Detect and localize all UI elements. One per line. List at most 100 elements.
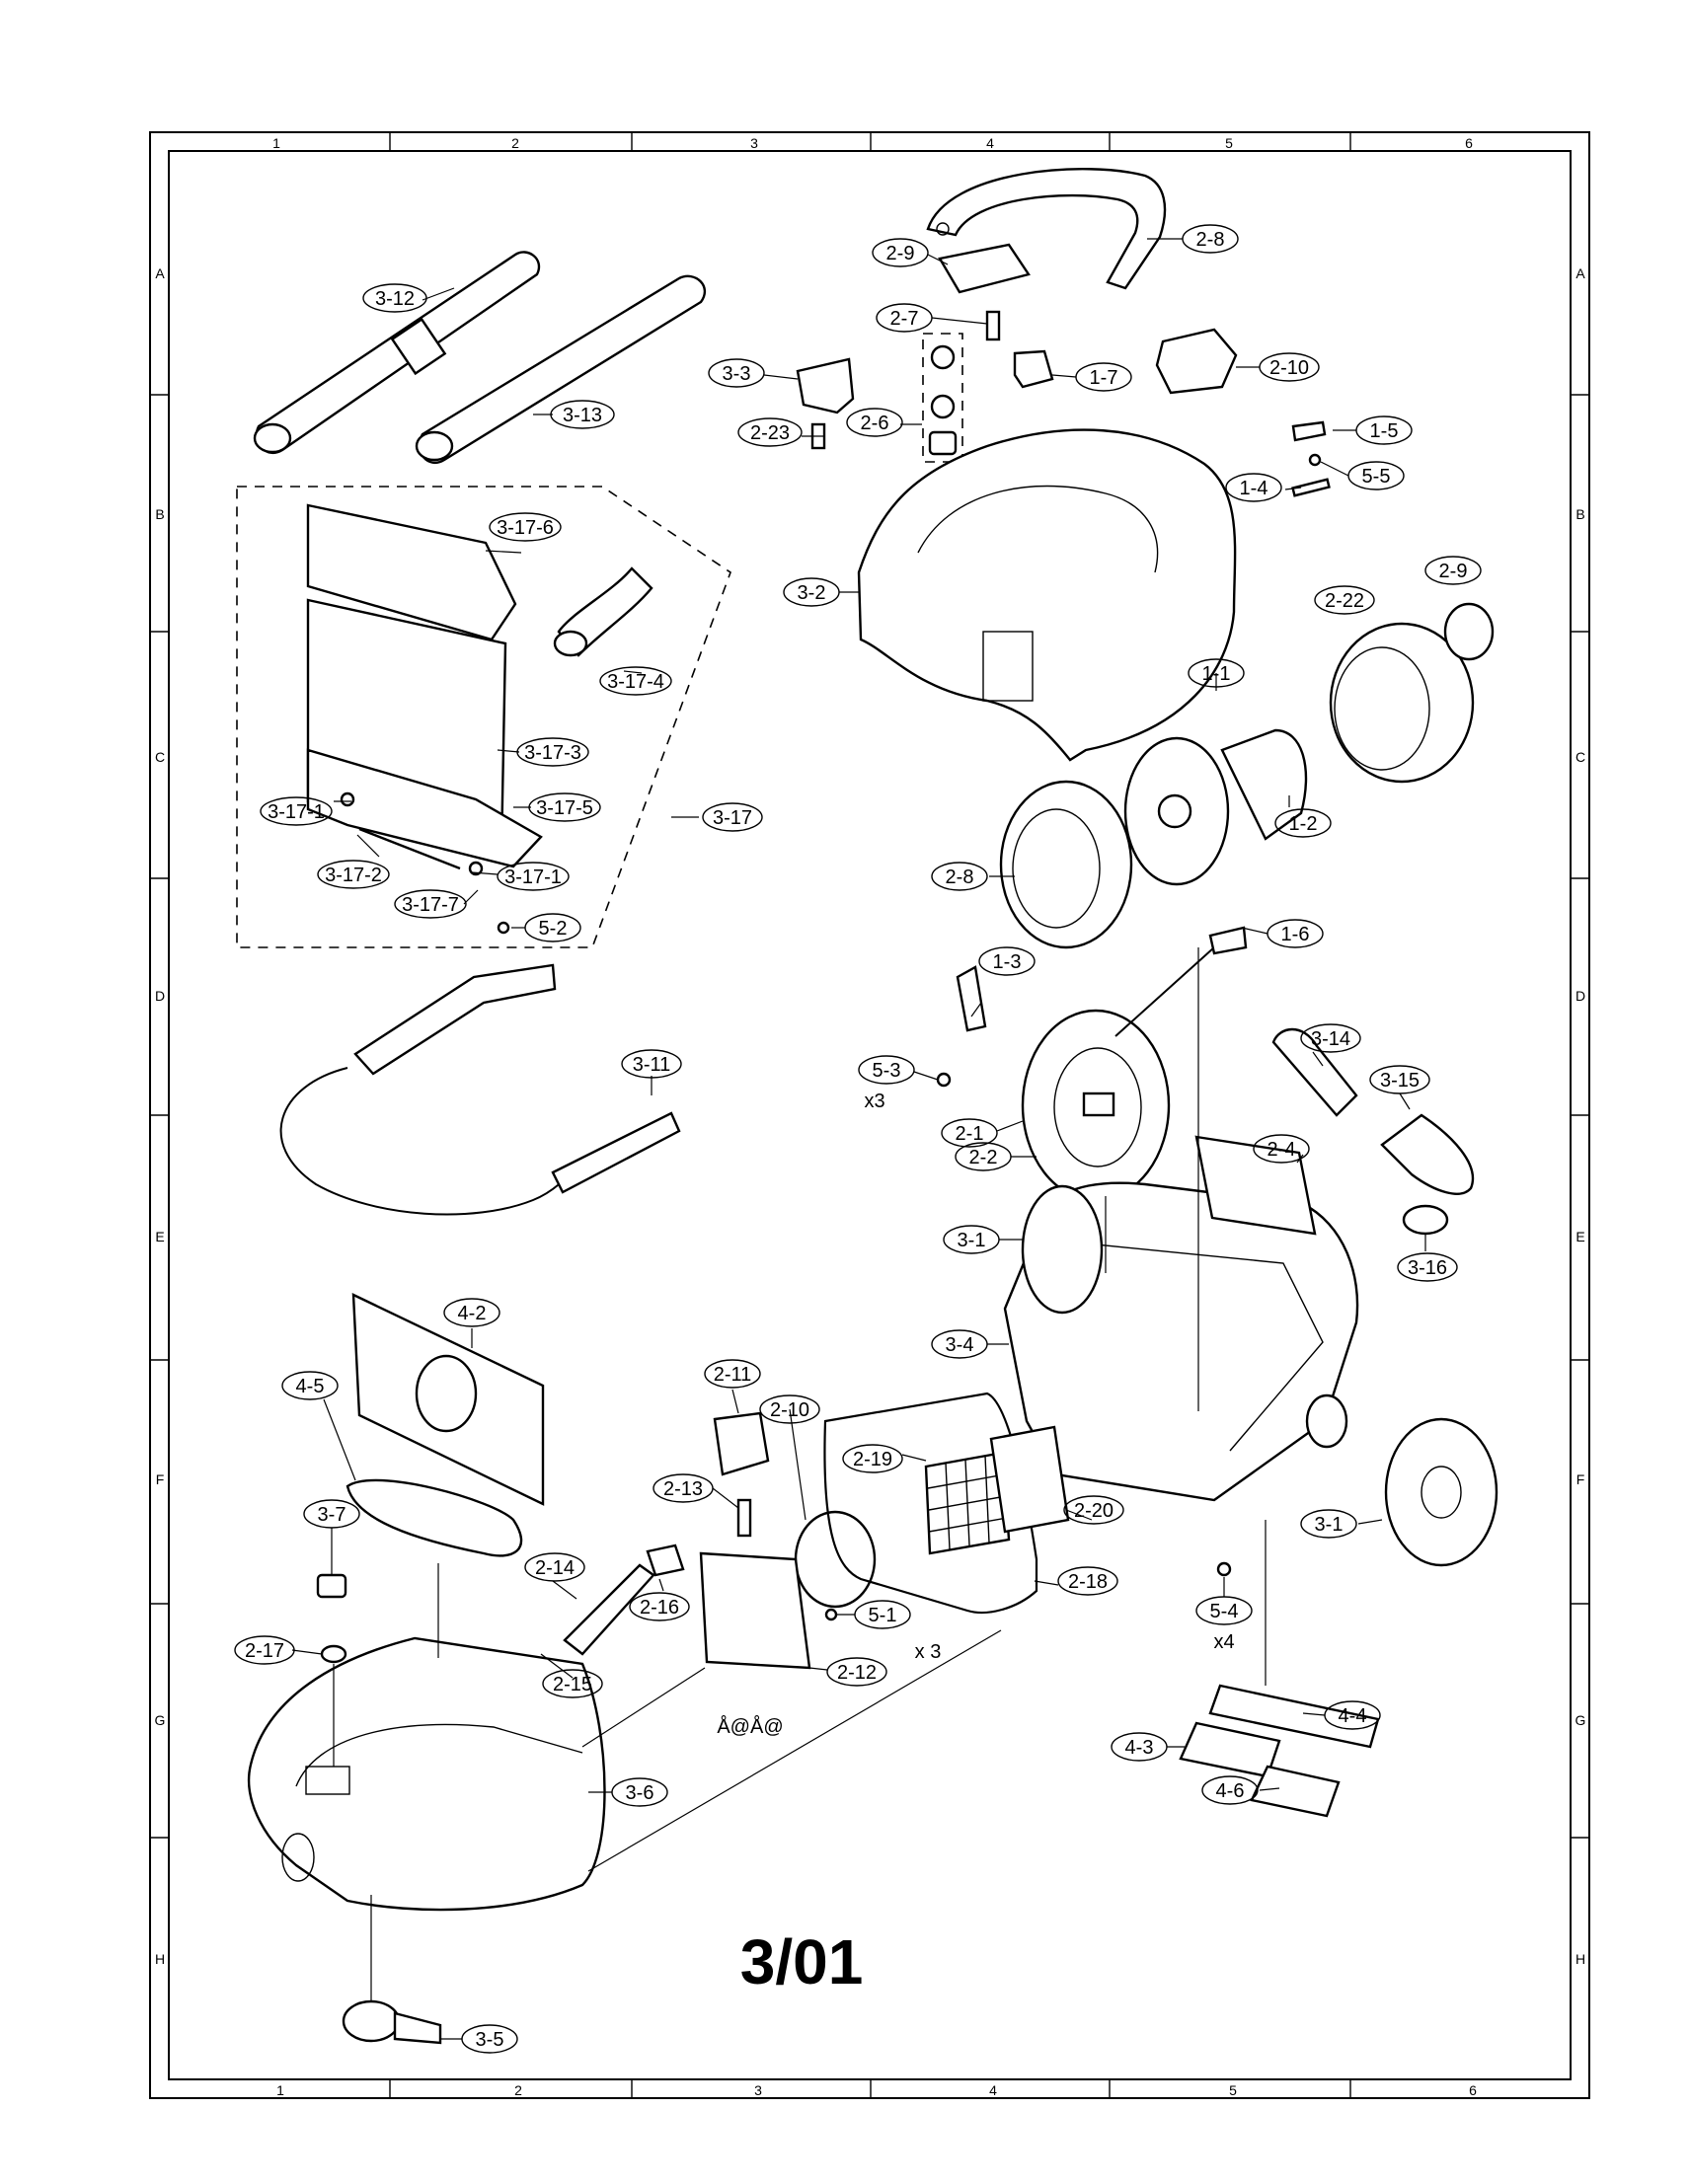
callout-2-12: 2-12 — [826, 1657, 887, 1687]
quantity-5-4: x4 — [1213, 1631, 1234, 1653]
callout-label: 2-12 — [837, 1662, 877, 1684]
pin-part — [1291, 478, 1331, 497]
callout-label: 3-17-6 — [497, 517, 554, 539]
callout-5-1: 5-1 — [854, 1600, 911, 1629]
callout-2-10-mid: 2-10 — [759, 1394, 820, 1424]
grid-row-B-right: B — [1575, 506, 1584, 522]
callout-4-4: 4-4 — [1324, 1700, 1381, 1730]
grid-col-5: 5 — [1225, 135, 1233, 151]
callout-label: 1-3 — [993, 951, 1022, 973]
callout-label: 2-2 — [969, 1147, 998, 1168]
brush-tool-part — [1380, 1113, 1474, 1195]
grid-row-H: H — [155, 1951, 165, 1967]
button-base-part — [928, 430, 958, 456]
callout-label: 3-17-5 — [536, 797, 593, 819]
nozzle-parts — [306, 503, 653, 935]
screw-5-4-part — [1216, 1561, 1232, 1577]
callout-3-13: 3-13 — [550, 400, 615, 429]
callout-2-18: 2-18 — [1057, 1566, 1118, 1596]
ring-2-17-part — [320, 1644, 347, 1664]
callout-2-13: 2-13 — [653, 1473, 714, 1503]
filter-4-5-part — [346, 1478, 523, 1557]
callout-label: 3-7 — [318, 1504, 346, 1526]
callout-label: 2-1 — [956, 1123, 984, 1145]
front-housing-part — [247, 1636, 606, 1912]
filter-2-4-part — [1194, 1135, 1317, 1236]
callout-label: 4-3 — [1125, 1737, 1154, 1759]
callout-3-17-4: 3-17-4 — [599, 666, 672, 696]
callout-3-4: 3-4 — [931, 1329, 988, 1359]
callout-2-8-top: 2-8 — [1182, 224, 1239, 254]
callout-2-9-top: 2-9 — [872, 238, 929, 267]
callout-label: 2-13 — [663, 1478, 703, 1500]
grid-row-D: D — [155, 988, 165, 1004]
grid-col-5-bottom: 5 — [1229, 2082, 1237, 2098]
grid-row-labels-left: A B C D E F G H — [155, 265, 166, 1967]
extension-pipe-3-13-part — [415, 274, 707, 464]
callout-2-2: 2-2 — [955, 1142, 1012, 1171]
wheel-3-1-left-part — [1021, 1184, 1104, 1315]
callout-label: 2-17 — [245, 1640, 284, 1662]
grid-col-2-bottom: 2 — [514, 2082, 522, 2098]
callout-label: 3-16 — [1408, 1257, 1447, 1279]
callout-3-17-1-a: 3-17-1 — [260, 796, 333, 826]
callout-3-14: 3-14 — [1300, 1023, 1361, 1053]
callout-label: 2-20 — [1074, 1500, 1114, 1522]
callout-5-2: 5-2 — [524, 913, 581, 942]
gasket-2-18-part — [823, 1392, 1038, 1615]
filter-2-20-part — [989, 1425, 1070, 1534]
callout-label: 1-2 — [1289, 813, 1318, 835]
callout-label: 1-7 — [1090, 367, 1118, 389]
callout-3-17-1-b: 3-17-1 — [497, 862, 570, 891]
callout-label: 3-17-7 — [402, 894, 459, 916]
grid-row-C-right: C — [1575, 749, 1585, 765]
motor-part — [1123, 728, 1308, 886]
callout-label: 1-6 — [1281, 924, 1310, 945]
filter-2-22-part — [1329, 622, 1475, 784]
grid-row-E-right: E — [1575, 1229, 1584, 1244]
callout-label: 2-8 — [1196, 229, 1225, 251]
wheel-3-1-right-part — [1305, 1393, 1498, 1567]
callout-4-6: 4-6 — [1201, 1775, 1259, 1805]
screw-5-5-part — [1308, 453, 1322, 467]
callout-label: 2-11 — [714, 1364, 752, 1386]
ring-2-10-part — [794, 1510, 877, 1609]
callout-3-16: 3-16 — [1397, 1252, 1458, 1282]
callout-5-3: 5-3 — [858, 1055, 915, 1085]
callout-2-11: 2-11 — [704, 1359, 761, 1389]
switch-part — [1291, 420, 1327, 442]
callout-label: 2-14 — [535, 1557, 575, 1579]
crevice-tool-part — [1271, 1027, 1358, 1117]
grid-col-4-bottom: 4 — [989, 2082, 997, 2098]
callout-label: 3-3 — [723, 363, 751, 385]
grid-col-3: 3 — [750, 135, 758, 151]
grid-row-G: G — [155, 1712, 166, 1728]
grid-row-H-right: H — [1575, 1951, 1585, 1967]
callout-2-6: 2-6 — [846, 408, 903, 437]
callout-label: 2-15 — [553, 1674, 592, 1695]
grid-column-labels-bottom: 1 2 3 4 5 6 — [276, 2082, 1477, 2098]
callout-2-9-right: 2-9 — [1424, 556, 1482, 585]
catch-2-16-part — [646, 1544, 685, 1577]
callout-3-17-2: 3-17-2 — [317, 860, 390, 889]
grid-col-3-bottom: 3 — [754, 2082, 762, 2098]
label-4-4-part — [1208, 1684, 1380, 1749]
callout-2-14: 2-14 — [524, 1552, 585, 1582]
leader-lines — [291, 238, 1426, 2040]
grid-row-labels-right: A B C D E F G H — [1575, 265, 1586, 1967]
filter-2-22-inner — [1334, 646, 1430, 771]
lever-2-14-part — [563, 1563, 655, 1656]
grid-col-6: 6 — [1465, 135, 1473, 151]
callout-label: 2-19 — [853, 1449, 892, 1470]
label-4-3-part — [1179, 1721, 1281, 1778]
grid-row-C: C — [155, 749, 165, 765]
callout-3-15: 3-15 — [1369, 1065, 1430, 1094]
grid-col-2: 2 — [511, 135, 519, 151]
grid-row-A: A — [155, 265, 165, 281]
latch-part — [796, 357, 855, 414]
callout-label: 5-5 — [1362, 466, 1391, 488]
callout-label: 3-14 — [1311, 1028, 1350, 1050]
callout-1-5: 1-5 — [1355, 415, 1413, 445]
grid-column-labels-top: 1 2 3 4 5 6 — [272, 135, 1473, 151]
